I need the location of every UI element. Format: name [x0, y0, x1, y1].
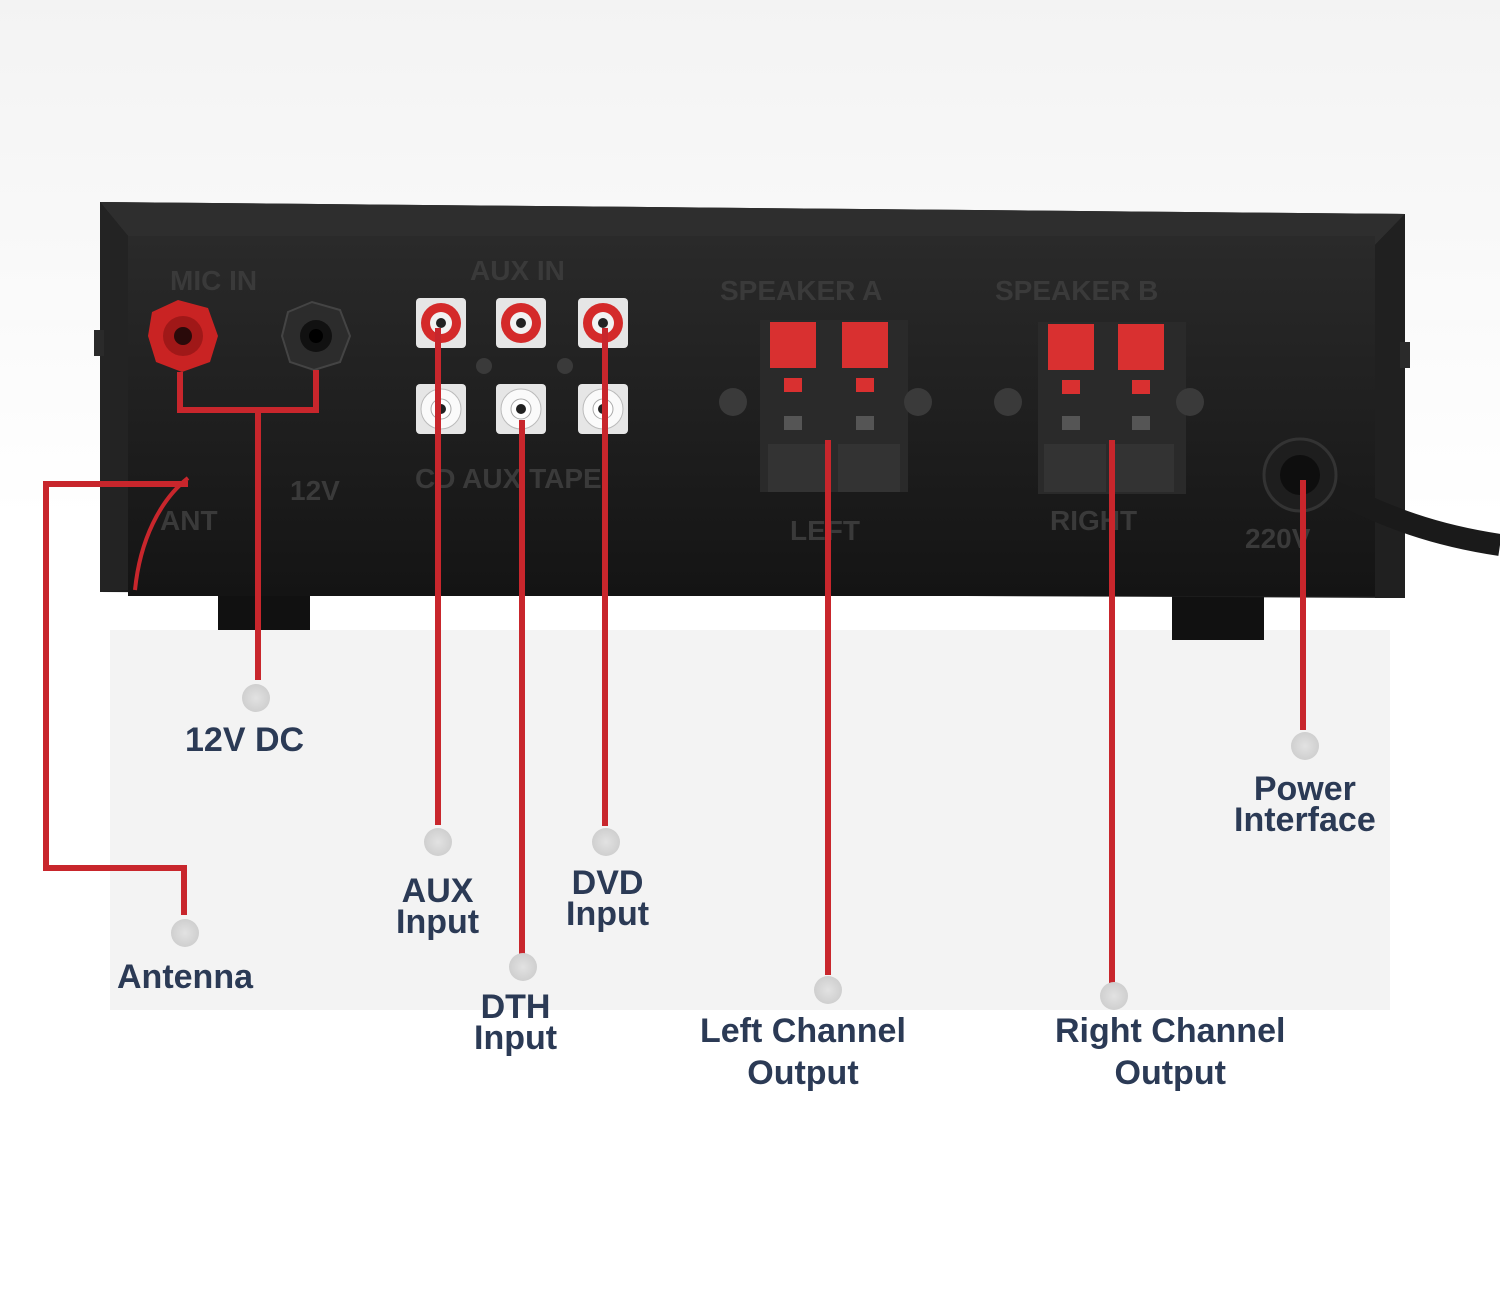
foot-left	[218, 592, 310, 630]
label-antenna: Antenna	[117, 958, 253, 996]
silk-ac: 220V	[1245, 523, 1311, 554]
leader-endpoints	[171, 684, 1319, 1010]
silk-speaker-b: SPEAKER B	[995, 275, 1158, 306]
dot-dc	[242, 684, 270, 712]
dot-left	[814, 976, 842, 1004]
silk-ant: ANT	[160, 505, 218, 536]
silk-mic: MIC IN	[170, 265, 257, 296]
dot-right	[1100, 982, 1128, 1010]
dot-power	[1291, 732, 1319, 760]
dc-red-terminal	[148, 300, 218, 372]
mic-jack	[280, 300, 352, 372]
power-cord	[1262, 437, 1500, 556]
speaker-terminal-b	[994, 322, 1204, 494]
silk-right: RIGHT	[1050, 505, 1137, 536]
dot-dth	[509, 953, 537, 981]
side-screw-right	[1400, 342, 1410, 368]
panel-silkscreen: MIC IN AUX IN SPEAKER A SPEAKER B CD AUX…	[160, 255, 1311, 554]
silk-speaker-a: SPEAKER A	[720, 275, 882, 306]
rca-dth-red	[496, 298, 546, 348]
foot-right	[1172, 592, 1264, 640]
speaker-terminal-a	[719, 320, 932, 492]
dot-dvd	[592, 828, 620, 856]
dot-aux	[424, 828, 452, 856]
side-screw-left	[94, 330, 104, 356]
silk-inputs: CD AUX TAPE	[415, 463, 602, 494]
leader-antenna	[43, 481, 188, 915]
dot-antenna	[171, 919, 199, 947]
leader-dc	[177, 370, 319, 413]
leader-lines	[43, 328, 1306, 985]
rca-aux-red	[416, 298, 466, 348]
floor-reflection	[110, 630, 1390, 1010]
rca-dvd-red	[578, 298, 628, 348]
silk-aux: AUX IN	[470, 255, 565, 286]
rca-dth-white	[496, 384, 546, 434]
label-12v-dc: 12V DC	[185, 721, 305, 759]
amplifier-body	[100, 202, 1405, 598]
silk-dc: 12V	[290, 475, 340, 506]
